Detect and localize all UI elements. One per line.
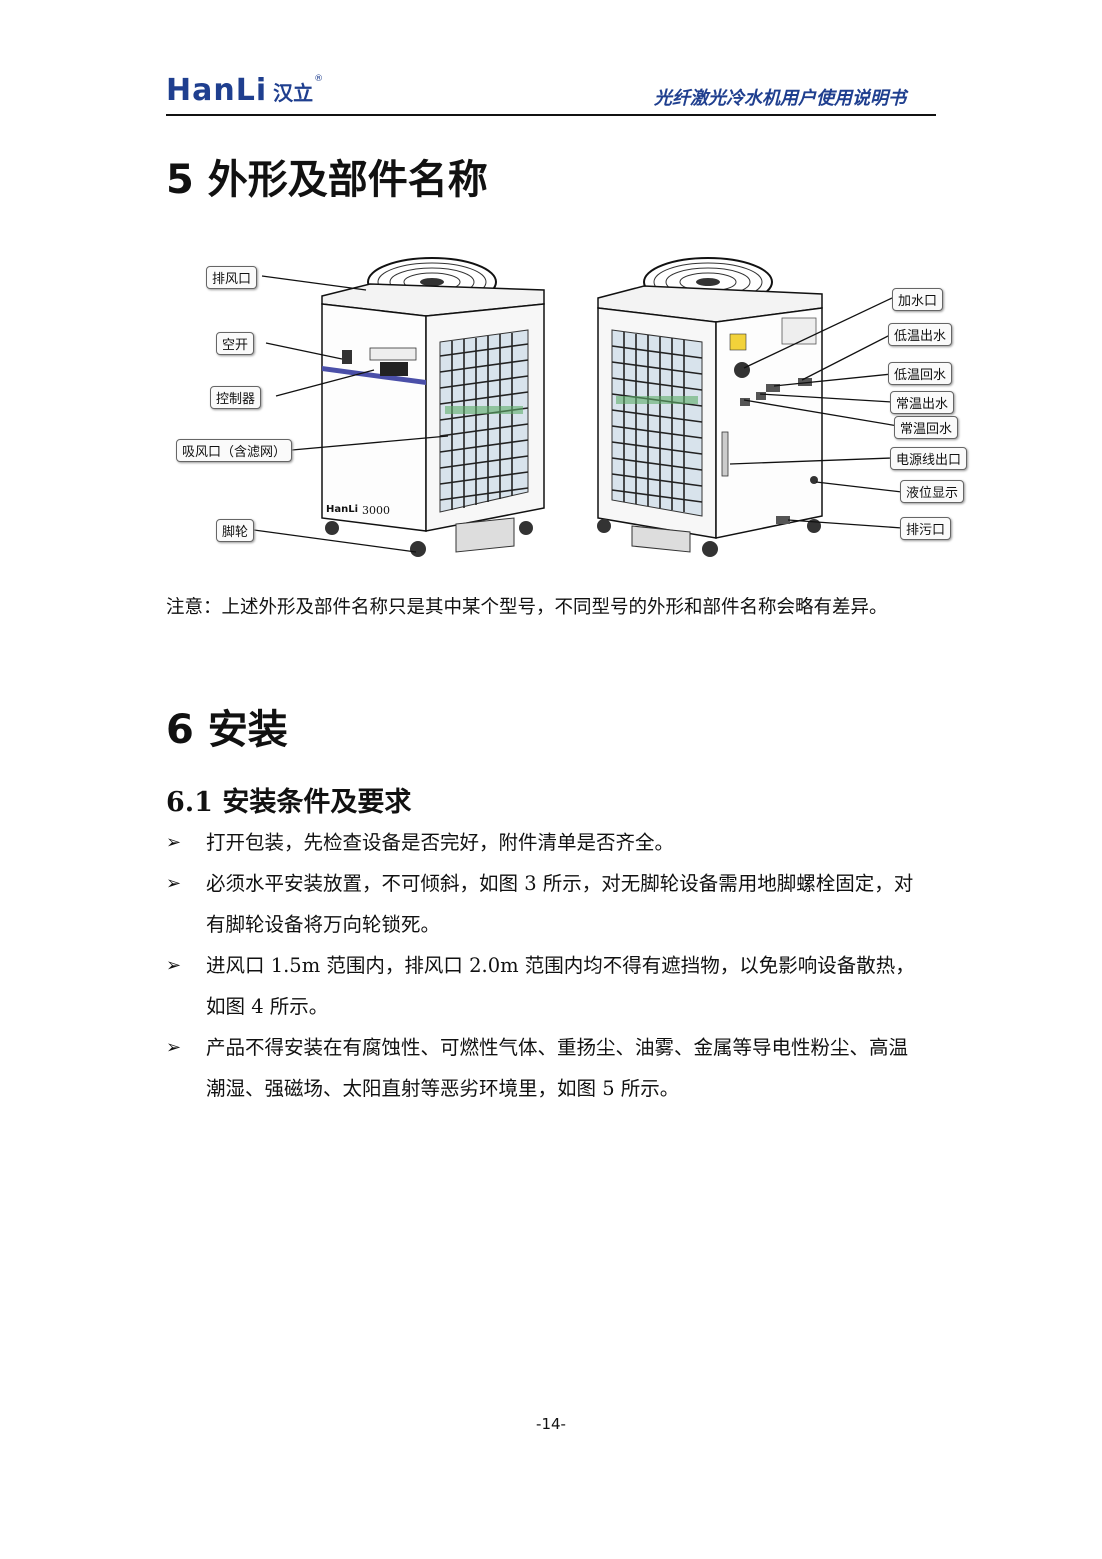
bullet-arrow-icon: ➢ [166, 832, 182, 853]
list-item: ➢ 产品不得安装在有腐蚀性、可燃性气体、重扬尘、油雾、金属等导电性粉尘、高温潮湿… [166, 1027, 926, 1109]
list-item-text: 打开包装，先检查设备是否完好，附件清单是否齐全。 [206, 831, 675, 854]
label-drain-port: 排污口 [900, 517, 952, 540]
label-exhaust-outlet: 排风口 [206, 266, 258, 289]
section-6-1-heading: 6.1 安装条件及要求 [166, 787, 412, 818]
page-number: -14- [536, 1415, 566, 1433]
label-controller: 控制器 [210, 386, 262, 409]
label-low-temp-outlet: 低温出水 [888, 323, 953, 346]
chiller-parts-figure: 排风口 空开 控制器 吸风口（含滤网） 脚轮 加水口 低温出水 低温回水 常温出… [170, 246, 970, 566]
unit-model-mark: 3000 [362, 504, 390, 517]
section-5-heading: 5 外形及部件名称 [166, 157, 488, 203]
list-item-text: 产品不得安装在有腐蚀性、可燃性气体、重扬尘、油雾、金属等导电性粉尘、高温潮湿、强… [206, 1036, 909, 1100]
chiller-right-view [597, 257, 823, 557]
page-header: HanLi 汉立 ® 光纤激光冷水机用户使用说明书 [166, 62, 936, 116]
label-low-temp-return: 低温回水 [888, 362, 953, 385]
logo-latin-text: HanLi [166, 73, 268, 108]
registered-mark: ® [314, 74, 324, 84]
document-title: 光纤激光冷水机用户使用说明书 [654, 88, 906, 109]
list-item: ➢ 必须水平安装放置，不可倾斜，如图 3 所示，对无脚轮设备需用地脚螺栓固定，对… [166, 863, 926, 945]
chiller-left-view [321, 257, 545, 557]
section-6-heading: 6 安装 [166, 707, 288, 753]
label-water-fill-port: 加水口 [892, 288, 944, 311]
installation-requirements-list: ➢ 打开包装，先检查设备是否完好，附件清单是否齐全。 ➢ 必须水平安装放置，不可… [166, 822, 926, 1109]
logo-cjk-text: 汉立 [273, 81, 314, 105]
label-normal-temp-outlet: 常温出水 [890, 391, 955, 414]
label-casters: 脚轮 [216, 519, 255, 542]
list-item-text: 必须水平安装放置，不可倾斜，如图 3 所示，对无脚轮设备需用地脚螺栓固定，对有脚… [206, 872, 914, 936]
label-level-indicator: 液位显示 [900, 480, 965, 503]
hanli-logo: HanLi 汉立 ® [166, 68, 323, 108]
label-normal-temp-return: 常温回水 [894, 416, 959, 439]
label-power-cable-outlet: 电源线出口 [890, 447, 968, 470]
leader-lines [253, 275, 903, 553]
label-air-intake-filter: 吸风口（含滤网） [176, 439, 293, 462]
figure-note: 注意：上述外形及部件名称只是其中某个型号，不同型号的外形和部件名称会略有差异。 [166, 597, 888, 618]
chiller-illustration [253, 257, 903, 557]
bullet-arrow-icon: ➢ [166, 1037, 182, 1058]
bullet-arrow-icon: ➢ [166, 955, 182, 976]
bullet-arrow-icon: ➢ [166, 873, 182, 894]
list-item: ➢ 进风口 1.5m 范围内，排风口 2.0m 范围内均不得有遮挡物，以免影响设… [166, 945, 926, 1027]
list-item-text: 进风口 1.5m 范围内，排风口 2.0m 范围内均不得有遮挡物，以免影响设备散… [206, 954, 915, 1018]
list-item: ➢ 打开包装，先检查设备是否完好，附件清单是否齐全。 [166, 822, 926, 863]
label-air-switch: 空开 [216, 332, 255, 355]
unit-brand-mark: HanLi [326, 504, 359, 515]
